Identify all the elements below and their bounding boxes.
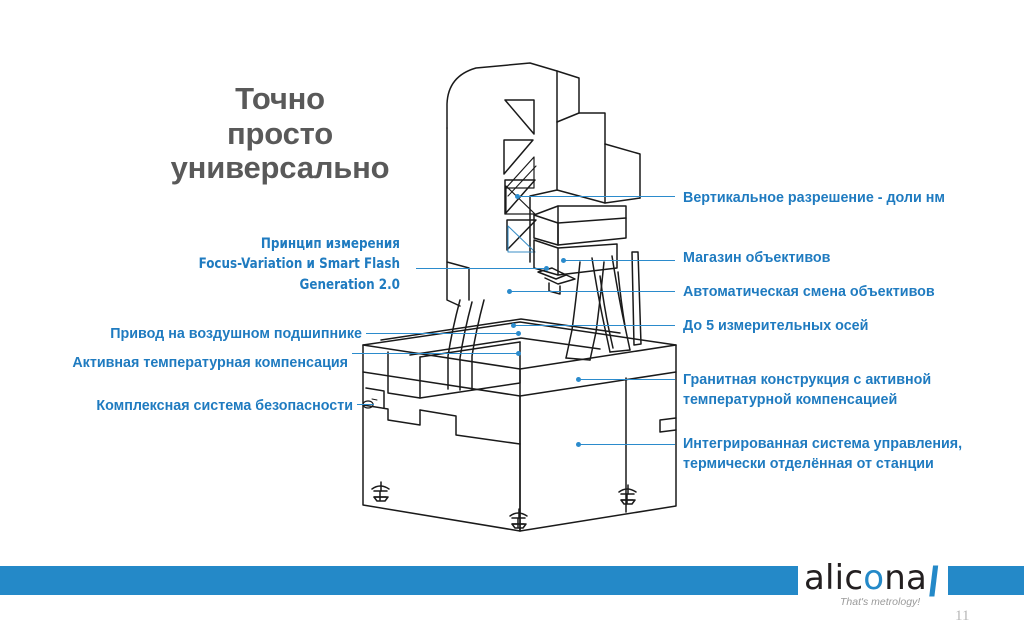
leader-line-integrated-control-system	[578, 444, 675, 445]
label-measuring-principle-line-2: Focus-Variation и Smart Flash	[198, 256, 400, 273]
leader-line-measuring-principle	[416, 268, 546, 269]
label-measuring-principle-line-1: Принцип измерения	[260, 236, 400, 252]
leader-line-active-temperature-compensation	[352, 353, 518, 354]
label-granite-construction: Гранитная конструкция с активной темпера…	[683, 370, 931, 411]
alicona-logo-letter-o: o	[863, 558, 885, 598]
label-vertical-resolution: Вертикальное разрешение - доли нм	[683, 188, 945, 208]
label-air-bearing-drive: Привод на воздушном подшипнике	[40, 324, 362, 344]
leader-dot-automatic-objective-change	[507, 289, 512, 294]
label-integrated-control-system-line-2: термически отделённая от станции	[683, 456, 934, 473]
leader-dot-active-temperature-compensation	[516, 351, 521, 356]
leader-dot-measuring-principle	[544, 266, 549, 271]
label-air-bearing-drive-line-1: Привод на воздушном подшипнике	[110, 326, 362, 342]
alicona-logo-wordmark: alicona	[804, 558, 927, 598]
label-automatic-objective-change-line-1: Автоматическая смена объективов	[683, 284, 935, 300]
alicona-logo-part-1: alic	[804, 558, 864, 598]
label-granite-construction-line-1: Гранитная конструкция с активной	[683, 372, 932, 388]
label-integrated-control-system-line-1: Интегрированная система управления,	[683, 436, 963, 452]
leader-line-measuring-axes	[513, 325, 675, 326]
page-title-line-1: Точно	[235, 81, 325, 116]
leader-dot-granite-construction	[576, 377, 581, 382]
label-integrated-control-system: Интегрированная система управления, терм…	[683, 434, 962, 475]
label-measuring-axes: До 5 измерительных осей	[683, 316, 868, 336]
leader-dot-objective-magazine	[561, 258, 566, 263]
alicona-logo: alicona ❙ That's metrology!	[798, 556, 950, 616]
label-automatic-objective-change: Автоматическая смена объективов	[683, 282, 935, 302]
leader-line-integrated-safety-system	[357, 404, 374, 405]
leader-dot-measuring-axes	[511, 323, 516, 328]
leader-dot-integrated-control-system	[576, 442, 581, 447]
label-vertical-resolution-line-1: Вертикальное разрешение - доли нм	[683, 190, 945, 206]
leader-dot-air-bearing-drive	[516, 331, 521, 336]
leader-line-granite-construction	[578, 379, 675, 380]
label-integrated-safety-system-line-1: Комплексная система безопасности	[96, 398, 353, 414]
page-number: 11	[955, 608, 970, 624]
alicona-logo-part-2: na	[884, 558, 928, 598]
alicona-logo-tagline: That's metrology!	[840, 596, 921, 608]
alicona-logo-bracket-icon: ❙	[918, 561, 950, 596]
leader-line-objective-magazine	[563, 260, 675, 261]
label-active-temperature-compensation-line-1: Активная температурная компенсация	[72, 355, 348, 371]
footer-band-right	[944, 566, 1024, 595]
page-title-line-2: просто	[227, 115, 333, 151]
label-objective-magazine: Магазин объективов	[683, 248, 830, 268]
page-title: Точно просто универсально	[140, 81, 420, 186]
leader-line-automatic-objective-change	[509, 291, 675, 292]
footer-band-left	[0, 566, 798, 595]
label-granite-construction-line-2: температурной компенсацией	[683, 392, 898, 409]
label-measuring-principle: Принцип измерения Focus-Variation и Smar…	[177, 234, 400, 295]
leader-line-air-bearing-drive	[366, 333, 518, 334]
leader-line-vertical-resolution	[517, 196, 675, 197]
label-measuring-axes-line-1: До 5 измерительных осей	[683, 318, 869, 334]
label-objective-magazine-line-1: Магазин объективов	[683, 250, 831, 266]
leader-dot-vertical-resolution	[515, 194, 520, 199]
label-integrated-safety-system: Комплексная система безопасности	[45, 396, 353, 416]
page-title-line-3: универсально	[170, 150, 390, 186]
label-measuring-principle-line-3: Generation 2.0	[299, 276, 400, 293]
label-active-temperature-compensation: Активная температурная компенсация	[10, 353, 348, 373]
